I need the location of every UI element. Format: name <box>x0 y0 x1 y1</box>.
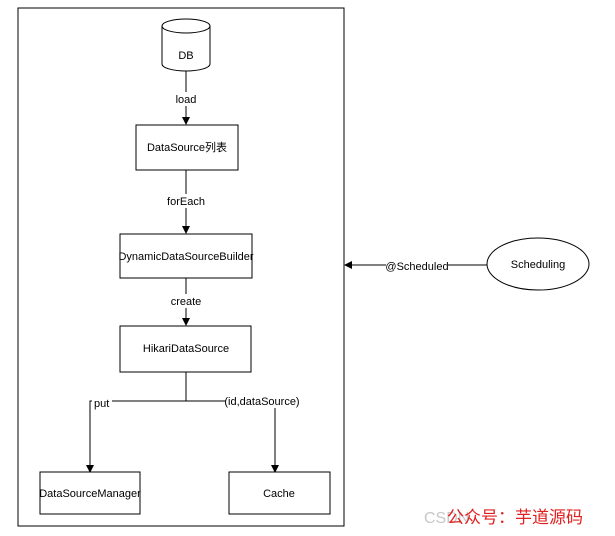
edge-scheduled-label: @Scheduled <box>385 261 448 273</box>
scheduling-node: Scheduling <box>486 237 590 291</box>
edge-foreach-label: forEach <box>167 196 205 208</box>
watermark-text: 公众号：芋道源码 <box>447 508 583 527</box>
manager-label: DataSourceManager <box>39 488 141 500</box>
edge-branch <box>86 372 187 473</box>
datasource-list-label: DataSource列表 <box>147 140 227 154</box>
hikari-label: HikariDataSource <box>143 343 229 355</box>
db-node: DB <box>161 18 211 72</box>
edge-branch-cache <box>186 400 279 473</box>
edge-load-label: load <box>176 94 197 106</box>
datasource-list-node: DataSource列表 <box>135 124 239 171</box>
watermark-prefix: CSDN <box>424 510 469 527</box>
db-label: DB <box>178 50 193 62</box>
cache-label: Cache <box>263 488 295 500</box>
scheduling-label: Scheduling <box>511 259 565 271</box>
edge-put-label: put <box>94 398 109 410</box>
hikari-node: HikariDataSource <box>119 325 252 373</box>
manager-node: DataSourceManager <box>39 471 141 515</box>
builder-label: DynamicDataSourceBuilder <box>118 251 253 263</box>
cache-node: Cache <box>228 471 331 515</box>
edge-id-datasource-label: (id,dataSource) <box>224 396 299 408</box>
edge-create-label: create <box>171 296 202 308</box>
builder-node: DynamicDataSourceBuilder <box>118 233 254 279</box>
